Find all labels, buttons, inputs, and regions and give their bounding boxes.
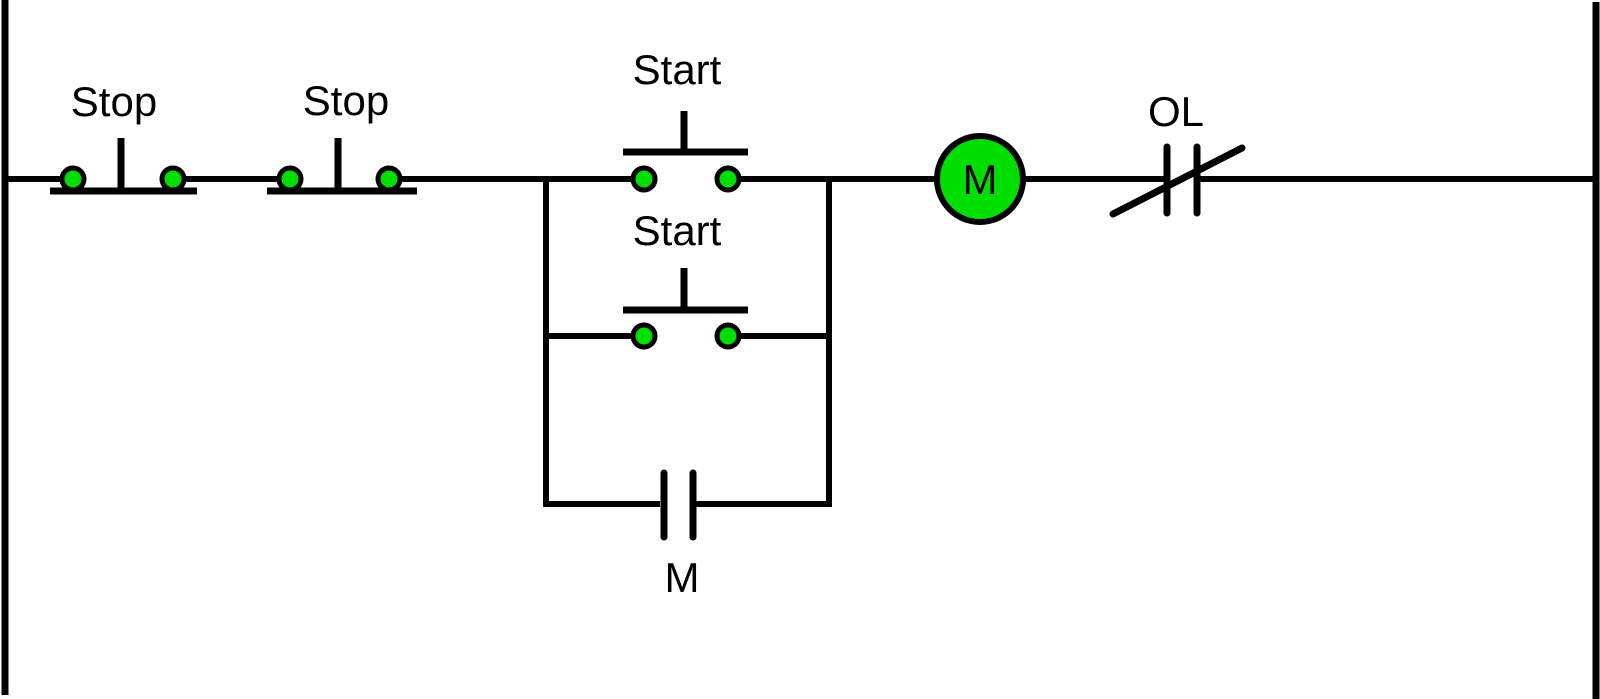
stop-button-2-terminal-left xyxy=(276,165,304,193)
overload-contact-slash xyxy=(1109,144,1246,218)
seal-in-contact: M xyxy=(660,469,700,601)
stop-button-1-terminal-left xyxy=(59,165,87,193)
start-button-1-terminal-left xyxy=(630,165,658,193)
start-button-1-label: Start xyxy=(633,46,722,93)
start-button-2-label: Start xyxy=(633,207,722,254)
stop-button-1-terminal-right xyxy=(159,165,187,193)
stop-button-1-label: Stop xyxy=(71,78,157,125)
motor-coil-label: M xyxy=(963,156,998,203)
start-button-1-terminal-right xyxy=(714,165,742,193)
start-button-2-terminal-right xyxy=(714,322,742,350)
start-button-2-terminal-left xyxy=(630,322,658,350)
overload-contact-label: OL xyxy=(1148,88,1204,135)
motor-coil-circle xyxy=(934,133,1026,225)
start-button-1[interactable]: Start xyxy=(623,46,748,193)
stop-button-2-label: Stop xyxy=(303,77,389,124)
motor-coil: M xyxy=(934,133,1026,225)
seal-in-contact-label: M xyxy=(665,554,700,601)
stop-button-1[interactable]: Stop xyxy=(50,78,197,195)
stop-button-2-terminal-right xyxy=(375,165,403,193)
start-button-2[interactable]: Start xyxy=(623,207,748,350)
stop-button-2[interactable]: Stop xyxy=(267,77,417,195)
overload-contact: OL xyxy=(1109,88,1246,218)
